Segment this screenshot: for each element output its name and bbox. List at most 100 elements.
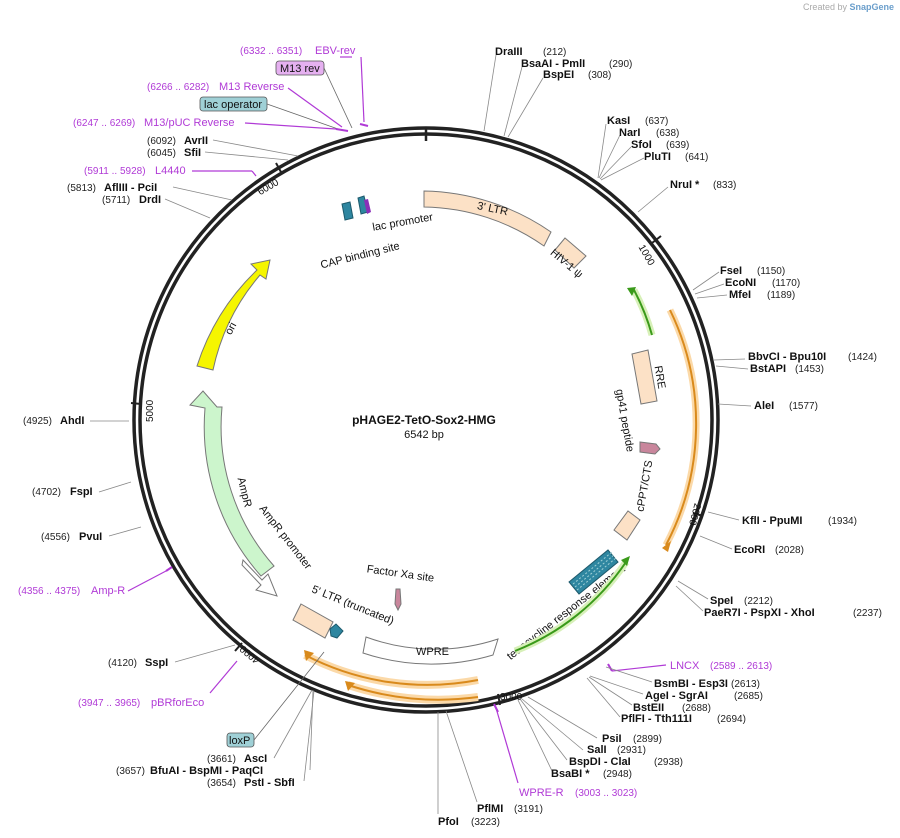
- primer-pbrforeco-name: pBRforEco: [151, 697, 204, 709]
- enzyme-bstapi-line: [715, 365, 749, 370]
- enzyme-econi-line: [694, 283, 725, 295]
- enzyme-pfoi-label: PfoI: [438, 816, 459, 828]
- primer-wpre-r-line: [495, 707, 519, 784]
- primer-m13-reverse-name: M13 Reverse: [219, 81, 284, 93]
- enzyme-pvui-pos: (4556): [41, 532, 70, 543]
- enzyme-bsaai-pmli-line: [503, 66, 523, 137]
- enzyme-pflfi-label: PflFI - Tth111I: [621, 713, 692, 725]
- enzyme-pvui-line: [108, 526, 142, 537]
- enzyme-nari-label: NarI: [619, 127, 640, 139]
- enzyme-paer7i-pos: (2237): [853, 608, 882, 619]
- enzyme-bspei-pos: (308): [588, 70, 611, 81]
- enzyme-paer7i-line: [675, 585, 704, 612]
- enzyme-nari-line: [598, 134, 621, 179]
- enzyme-mfei-line: [696, 294, 728, 299]
- credit-prefix: Created by: [802, 2, 847, 12]
- enzyme-ecori-label: EcoRI: [734, 544, 765, 556]
- primer-wpre-r-name: WPRE-R: [519, 787, 564, 799]
- enzyme-fspi-label: FspI: [70, 486, 93, 498]
- enzyme-sfoi-pos: (639): [666, 140, 689, 151]
- enzyme-bstapi-label: BstAPI: [750, 363, 786, 375]
- enzyme-bsabi-line: [517, 699, 554, 774]
- enzyme-drdi-line: [164, 198, 211, 219]
- enzyme-bsteii-label: BstEII: [633, 702, 664, 714]
- tick-mark-5000: [130, 402, 142, 405]
- five-prime-ltr-box: [292, 603, 334, 639]
- loxp-leader: [253, 651, 325, 741]
- tre-element-box: [568, 549, 619, 595]
- enzyme-draiii-line: [483, 54, 497, 132]
- factor-xa-arrow: [394, 588, 402, 612]
- enzyme-bsmbi-label: BsmBI - Esp3I: [654, 678, 728, 690]
- enzyme-kasi-line: [597, 123, 607, 179]
- enzyme-bbvci-label: BbvCI - Bpu10I: [748, 351, 826, 363]
- enzyme-asci-label: AscI: [244, 753, 267, 765]
- cap-binding-site-box: [341, 201, 354, 221]
- orange-arc-bottom-inner-head: [345, 681, 355, 691]
- enzyme-alei-line: [717, 403, 752, 407]
- primer-m13-puc-reverse-name: M13/pUC Reverse: [144, 117, 234, 129]
- ori-label: ori: [223, 320, 239, 336]
- enzyme-spei-label: SpeI: [710, 595, 733, 607]
- enzyme-kfli-line: [707, 511, 740, 521]
- loxp-marker: [329, 623, 344, 639]
- enzyme-bspdi-pos: (2938): [654, 757, 683, 768]
- primer-m13-puc-reverse-range: (6247 .. 6269): [73, 118, 135, 129]
- primer-callouts: (6332 .. 6351) EBV-rev M13 rev (6266 .. …: [18, 45, 772, 799]
- enzyme-alei-label: AleI: [754, 400, 774, 412]
- orange-arc-right-head: [662, 541, 671, 552]
- enzyme-draiii-label: DraIII: [495, 46, 523, 58]
- credit-brand: SnapGene: [849, 2, 894, 12]
- enzyme-fsei-label: FseI: [720, 265, 742, 277]
- backbone-outer-strand: [132, 126, 720, 714]
- green-arrow-upper-head: [627, 287, 636, 296]
- enzyme-psii-label: PsiI: [602, 733, 622, 745]
- ampr-arrow: [189, 390, 275, 577]
- primer-ebv-rev-mark: [359, 123, 369, 127]
- primer-amp-r-range: (4356 .. 4375): [18, 586, 80, 597]
- enzyme-pluti-line: [600, 157, 645, 181]
- enzyme-ahdi-label: AhdI: [60, 415, 84, 427]
- enzyme-pvui-label: PvuI: [79, 531, 102, 543]
- enzyme-mfei-label: MfeI: [729, 289, 751, 301]
- tick-mark-2000: [692, 512, 704, 517]
- tick-label-3000: 3000: [500, 692, 523, 703]
- gp41-peptide-arrow: [639, 441, 661, 455]
- primer-ebv-rev-line: [360, 56, 365, 123]
- enzyme-alei-pos: (1577): [789, 401, 818, 412]
- enzyme-spei-pos: (2212): [744, 596, 773, 607]
- enzyme-afliii-pos: (5813): [67, 183, 96, 194]
- enzyme-kasi-pos: (637): [645, 116, 668, 127]
- enzyme-agei-pos: (2685): [734, 691, 763, 702]
- primer-lncx-mark: [607, 663, 613, 672]
- enzyme-pflfi-line: [586, 677, 621, 718]
- enzyme-fsei-pos: (1150): [757, 266, 785, 277]
- loxp-badge-label: loxP: [229, 735, 250, 747]
- enzyme-drdi-label: DrdI: [139, 194, 161, 206]
- enzyme-sspi-line: [174, 644, 236, 663]
- snapgene-credit: Created by SnapGene: [803, 2, 894, 12]
- orange-arc-bottom-outer: [304, 654, 479, 686]
- enzyme-sspi-label: SspI: [145, 657, 168, 669]
- enzyme-mfei-pos: (1189): [767, 290, 795, 301]
- enzyme-pflmi-line: [445, 710, 478, 803]
- enzyme-bspei-label: BspEI: [543, 69, 574, 81]
- rre-label: RRE: [652, 365, 668, 390]
- enzyme-pfoi-pos: (3223): [471, 817, 500, 828]
- enzyme-econi-label: EcoNI: [725, 277, 756, 289]
- enzyme-sali-line: [521, 698, 584, 751]
- primer-m13-reverse-range: (6266 .. 6282): [147, 82, 209, 93]
- tick-mark-6000: [275, 162, 282, 173]
- factor-xa-label: Factor Xa site: [366, 563, 435, 584]
- primer-pbrforeco-line: [209, 660, 238, 694]
- primer-lncx-line: [611, 664, 667, 672]
- lac-promoter-label: lac promoter: [372, 211, 435, 233]
- enzyme-bsaai-pmli-pos: (290): [609, 59, 632, 70]
- enzyme-spei-line: [677, 580, 709, 600]
- enzyme-bbvci-pos: (1424): [848, 352, 877, 363]
- rre-box: [631, 349, 658, 405]
- enzyme-avrii-pos: (6092): [147, 136, 176, 147]
- green-arrow-lower: [514, 561, 627, 652]
- enzyme-sfoi-label: SfoI: [631, 139, 652, 151]
- enzyme-avrii-line: [212, 139, 299, 157]
